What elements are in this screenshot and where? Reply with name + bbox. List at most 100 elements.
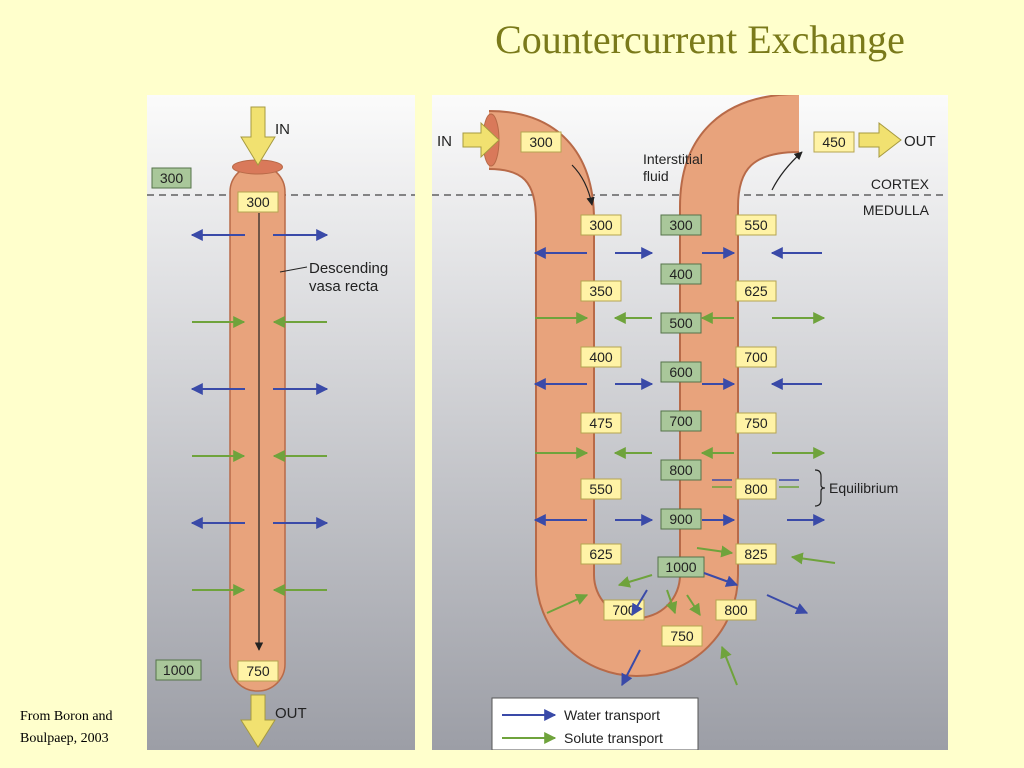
ascending-value: 825 xyxy=(735,543,777,565)
medulla-label: MEDULLA xyxy=(863,202,930,218)
ascending-value-text: 625 xyxy=(744,283,768,299)
water-arrow xyxy=(703,572,739,587)
interstitial-value-box xyxy=(660,410,702,432)
interstitial-fluid-line-1: Interstitial xyxy=(643,151,703,167)
descending-value-text: 550 xyxy=(589,481,613,497)
ascending-value: 800 xyxy=(735,478,777,500)
interstitial-value-box xyxy=(660,459,702,481)
ascending-value-box xyxy=(735,214,777,236)
vessel-label-line-1: Descending xyxy=(309,260,388,277)
right-out-label: OUT xyxy=(904,133,936,150)
right-in-label: IN xyxy=(437,133,452,150)
interstitial-value: 600 xyxy=(660,361,702,383)
citation-line-1: From Boron and xyxy=(20,709,113,724)
descending-value: 475 xyxy=(580,412,622,434)
slide-title: Countercurrent Exchange xyxy=(495,17,905,62)
ascending-value-box xyxy=(735,346,777,368)
descending-value-box xyxy=(580,543,622,565)
solute-arrow xyxy=(686,594,701,617)
interstitial-value: 400 xyxy=(660,263,702,285)
descending-value: 625 xyxy=(580,543,622,565)
interstitial-value-text: 300 xyxy=(669,217,693,233)
ascending-value: 550 xyxy=(735,214,777,236)
water-arrow xyxy=(766,594,809,615)
right-out-arrow xyxy=(858,121,902,159)
ascending-value-box xyxy=(735,478,777,500)
vessel-label-leader xyxy=(279,266,308,273)
left-out-arrow xyxy=(240,694,276,748)
descending-value-box xyxy=(580,412,622,434)
loop-bottom-value: 750 xyxy=(661,625,703,647)
left-tube-value-box xyxy=(237,191,279,213)
solute-arrow xyxy=(696,545,734,558)
descending-value-text: 400 xyxy=(589,349,613,365)
descending-value-text: 475 xyxy=(589,415,613,431)
descending-value: 550 xyxy=(580,478,622,500)
equilibrium-brace xyxy=(814,469,826,507)
vessel-label-line-2: vasa recta xyxy=(309,278,379,295)
interstitial-value: 1000 xyxy=(657,556,705,578)
ascending-value: 700 xyxy=(735,346,777,368)
descending-value: 300 xyxy=(520,131,562,153)
interstitial-value-text: 600 xyxy=(669,364,693,380)
descending-value-text: 300 xyxy=(529,134,553,150)
interstitial-value-box xyxy=(660,508,702,530)
citation: From Boron and Boulpaep, 2003 xyxy=(20,706,146,750)
descending-vasa-recta-tube xyxy=(229,164,286,692)
left-transport-arrows xyxy=(190,229,329,596)
water-arrow xyxy=(631,589,648,617)
countercurrent-diagram: IN OUT 300 750 300 1000 Descending vasa … xyxy=(147,95,948,750)
descending-value-text: 350 xyxy=(589,283,613,299)
left-tube-value: 750 xyxy=(246,663,270,679)
ascending-value-text: 750 xyxy=(744,415,768,431)
interstitial-value-box xyxy=(657,556,705,578)
legend-box xyxy=(491,697,699,750)
ascending-value-text: 700 xyxy=(744,349,768,365)
ascending-value-text: 800 xyxy=(724,602,748,618)
descending-value: 300 xyxy=(580,214,622,236)
left-tube-value-box xyxy=(237,660,279,682)
interstitial-value-text: 800 xyxy=(669,462,693,478)
ascending-value-box xyxy=(813,131,855,153)
solute-arrow xyxy=(546,593,589,614)
ascending-value-box xyxy=(735,280,777,302)
water-arrow xyxy=(621,649,641,687)
interstitial-fluid-label: Interstitial fluid xyxy=(643,151,707,184)
left-in-arrow xyxy=(240,106,276,166)
ascending-value-box xyxy=(735,543,777,565)
interstitial-value: 700 xyxy=(660,410,702,432)
loop-bottom-value-box xyxy=(661,625,703,647)
equilibrium-label: Equilibrium xyxy=(829,480,898,496)
left-in-label: IN xyxy=(275,121,290,138)
ascending-value-text: 800 xyxy=(744,481,768,497)
descending-value-text: 625 xyxy=(589,546,613,562)
interstitial-value-box xyxy=(660,361,702,383)
descending-value-text: 300 xyxy=(589,217,613,233)
ascending-value-text: 450 xyxy=(822,134,846,150)
interstitial-fluid-line-2: fluid xyxy=(643,168,669,184)
left-interstitial-box xyxy=(151,167,192,189)
vessel-label: Descending vasa recta xyxy=(309,260,392,295)
interstitial-value-text: 1000 xyxy=(665,559,696,575)
legend-water-label: Water transport xyxy=(564,707,660,723)
descending-value: 350 xyxy=(580,280,622,302)
ascending-value: 625 xyxy=(735,280,777,302)
legend-solute-label: Solute transport xyxy=(564,730,663,746)
right-in-arrow xyxy=(462,121,500,159)
interstitial-value-text: 500 xyxy=(669,315,693,331)
loop-value-boxes: 300 300 350 400 475 550 625 700 750 800 825 800 750 7… xyxy=(520,131,855,647)
interstitial-value: 900 xyxy=(660,508,702,530)
interstitial-value-boxes: 300 400 500 600 700 800 900 1000 xyxy=(657,214,705,578)
loop-bottom-value-text: 750 xyxy=(670,628,694,644)
interstitial-value-box xyxy=(660,214,702,236)
descending-value-box xyxy=(580,280,622,302)
left-tube-value: 300 xyxy=(246,194,270,210)
ascending-value: 750 xyxy=(735,412,777,434)
descending-value-box xyxy=(580,346,622,368)
interstitial-value-text: 700 xyxy=(669,413,693,429)
inflow-curve-arrow xyxy=(571,164,595,206)
solute-arrow xyxy=(665,589,678,615)
left-out-label: OUT xyxy=(275,705,307,722)
interstitial-value: 500 xyxy=(660,312,702,334)
descending-value-box xyxy=(520,131,562,153)
